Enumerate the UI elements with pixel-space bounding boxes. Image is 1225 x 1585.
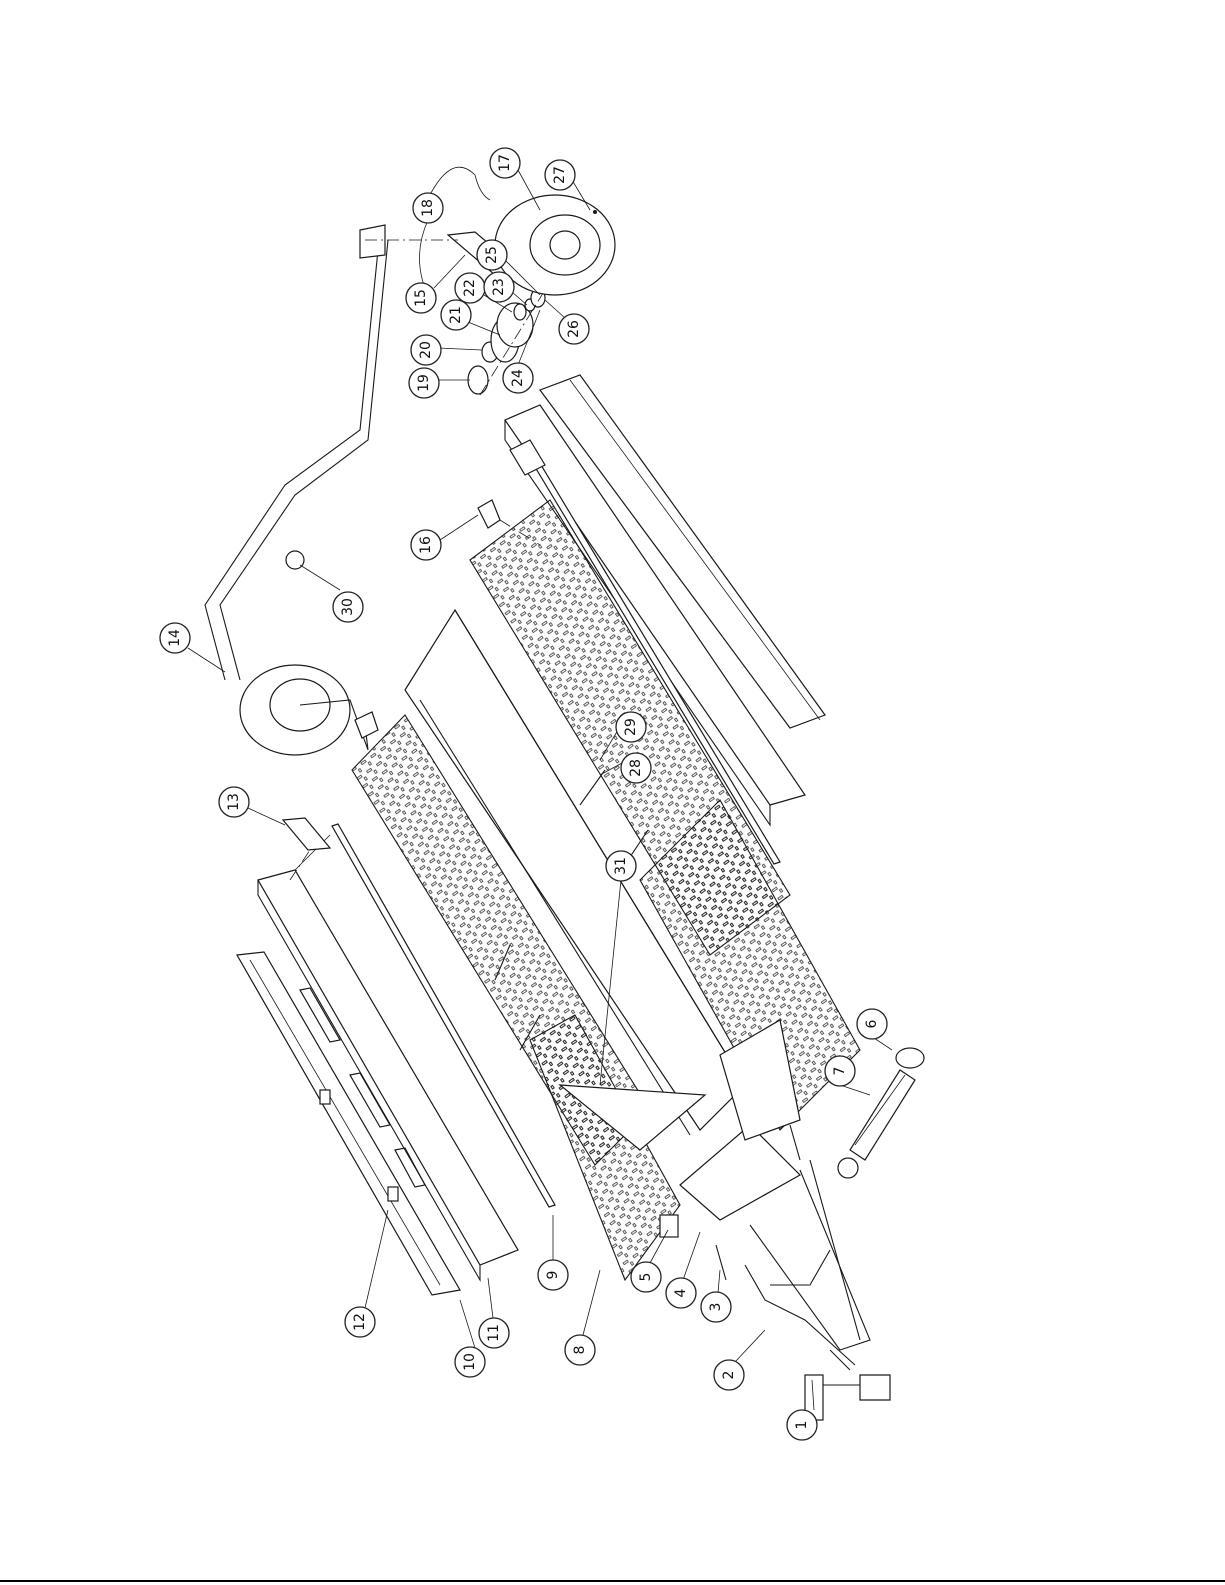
svg-text:22: 22 — [462, 279, 478, 297]
svg-text:5: 5 — [638, 1273, 654, 1282]
svg-text:18: 18 — [420, 199, 436, 217]
callout-10: 10 — [455, 1347, 485, 1377]
callout-11: 11 — [479, 1318, 509, 1348]
callout-20: 20 — [411, 335, 441, 365]
callout-26: 26 — [559, 314, 589, 344]
callout-8: 8 — [565, 1335, 595, 1365]
callout-7: 7 — [825, 1056, 855, 1086]
callout-27: 27 — [545, 160, 575, 190]
svg-text:26: 26 — [566, 320, 582, 338]
svg-text:21: 21 — [448, 306, 464, 324]
callout-30: 30 — [333, 592, 363, 622]
callout-14: 14 — [160, 623, 190, 653]
jack-stand — [805, 1350, 890, 1420]
svg-text:29: 29 — [623, 718, 639, 736]
svg-text:31: 31 — [613, 857, 629, 875]
callout-18: 18 — [413, 193, 443, 223]
callout-16: 16 — [411, 530, 441, 560]
svg-text:3: 3 — [708, 1303, 724, 1312]
tire-right — [495, 195, 615, 295]
svg-text:23: 23 — [491, 278, 507, 296]
callout-1: 1 — [787, 1410, 817, 1440]
svg-text:1: 1 — [794, 1421, 810, 1430]
svg-text:8: 8 — [572, 1346, 588, 1355]
svg-text:9: 9 — [545, 1271, 561, 1280]
callout-15: 15 — [406, 283, 436, 313]
callout-6: 6 — [857, 1009, 887, 1039]
callout-13: 13 — [219, 787, 249, 817]
svg-text:6: 6 — [864, 1019, 880, 1028]
callout-29: 29 — [616, 712, 646, 742]
svg-text:14: 14 — [167, 629, 183, 647]
svg-text:17: 17 — [497, 154, 513, 172]
callout-9: 9 — [538, 1260, 568, 1290]
callout-25: 25 — [477, 240, 507, 270]
callout-19: 19 — [409, 368, 439, 398]
svg-text:16: 16 — [418, 536, 434, 554]
svg-text:24: 24 — [510, 369, 526, 387]
callout-3: 3 — [701, 1292, 731, 1322]
callout-17: 17 — [490, 148, 520, 178]
svg-text:19: 19 — [416, 374, 432, 392]
callout-12: 12 — [345, 1307, 375, 1337]
svg-text:28: 28 — [628, 759, 644, 777]
svg-text:2: 2 — [721, 1371, 737, 1380]
svg-text:20: 20 — [418, 341, 434, 359]
callout-22: 22 — [455, 273, 485, 303]
callout-23: 23 — [484, 272, 514, 302]
svg-text:15: 15 — [413, 289, 429, 307]
tire-left — [240, 665, 378, 755]
svg-text:10: 10 — [462, 1353, 478, 1371]
callout-5: 5 — [631, 1262, 661, 1292]
svg-text:27: 27 — [552, 166, 568, 184]
callout-21: 21 — [441, 300, 471, 330]
callout-24: 24 — [503, 363, 533, 393]
svg-text:30: 30 — [340, 598, 356, 616]
callout-2: 2 — [714, 1360, 744, 1390]
svg-text:13: 13 — [226, 793, 242, 811]
page-bottom-rule — [0, 1580, 1225, 1582]
bracket-13 — [283, 818, 330, 880]
svg-text:7: 7 — [832, 1067, 848, 1076]
callout-31: 31 — [606, 851, 636, 881]
svg-text:12: 12 — [352, 1313, 368, 1331]
svg-text:11: 11 — [486, 1324, 502, 1342]
callout-4: 4 — [666, 1278, 696, 1308]
svg-text:4: 4 — [673, 1288, 689, 1297]
svg-text:25: 25 — [484, 246, 500, 264]
callout-28: 28 — [621, 753, 651, 783]
